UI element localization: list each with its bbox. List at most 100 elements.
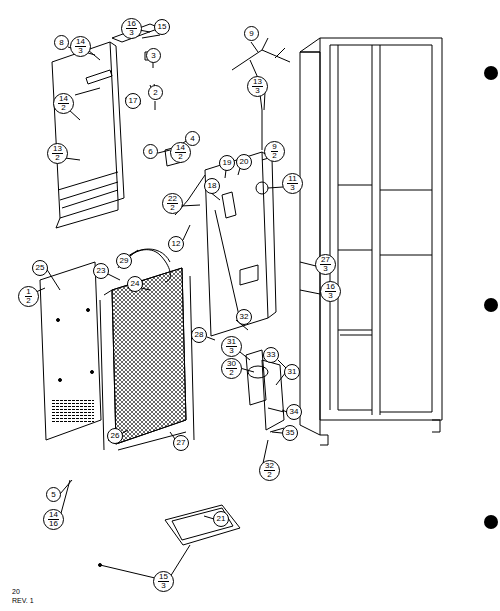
callout-text: 3 (160, 582, 166, 590)
page-note: 20 (12, 588, 20, 596)
callout-number: 29 (116, 253, 132, 269)
callout-text: 20 (239, 158, 250, 166)
callout-text: 27 (320, 256, 331, 265)
callout-number: 21 (213, 511, 229, 527)
callout-text: 4 (189, 135, 195, 143)
callout-number: 5 (46, 487, 61, 502)
callout-text: 2 (152, 89, 158, 97)
callout-text: 2 (271, 152, 277, 160)
callout-text: 18 (207, 182, 218, 190)
callout-text: 16 (48, 520, 59, 528)
callout-number: 25 (32, 260, 48, 276)
callout-text: 2 (25, 297, 31, 305)
callout-number: 18 (204, 178, 220, 194)
callout-text: 2 (54, 154, 60, 162)
callout-text: 2 (169, 204, 175, 212)
callout-text: 8 (58, 39, 64, 47)
callout-text: 31 (287, 368, 298, 376)
callout-text: 28 (194, 331, 205, 339)
callout-text: 35 (285, 429, 296, 437)
callout-text: 2 (60, 104, 66, 112)
callout-text: 24 (130, 280, 141, 288)
callout-number: 35 (282, 425, 298, 441)
callout-text: 16 (126, 20, 137, 29)
callout-text: 14 (75, 38, 86, 47)
callout-number: 163 (121, 18, 142, 39)
callout-number: 143 (70, 36, 91, 57)
callout-text: 6 (147, 148, 153, 156)
callout-number: 92 (264, 141, 285, 162)
callout-text: 33 (266, 351, 277, 359)
callout-number: 6 (143, 144, 158, 159)
callout-number: 163 (320, 281, 341, 302)
callout-number: 302 (221, 358, 242, 379)
callout-text: 15 (157, 23, 168, 31)
callout-number: 32 (236, 309, 252, 325)
callout-text: 23 (96, 267, 107, 275)
callout-number: 31 (284, 364, 300, 380)
callout-number: 8 (54, 35, 69, 50)
callout-number: 222 (162, 193, 183, 214)
callout-text: 14 (58, 95, 69, 104)
callout-text: 16 (325, 283, 336, 292)
callout-number: 12 (168, 236, 184, 252)
callout-number: 273 (315, 254, 336, 275)
callout-number: 132 (47, 143, 68, 164)
callout-number: 20 (236, 154, 252, 170)
callout-number: 322 (259, 460, 280, 481)
callout-number: 313 (221, 336, 242, 357)
callout-text: 31 (226, 338, 237, 347)
callout-text: 3 (128, 29, 134, 37)
callout-text: 12 (171, 240, 182, 248)
callout-number: 23 (93, 263, 109, 279)
callout-number: 26 (107, 428, 123, 444)
callout-number: 3 (146, 48, 161, 63)
callout-text: 3 (150, 52, 156, 60)
callout-text: 3 (327, 292, 333, 300)
callout-number: 15 (154, 19, 170, 35)
callout-number: 27 (173, 435, 189, 451)
callout-text: 9 (248, 30, 254, 38)
callout-text: 3 (254, 87, 260, 95)
callout-number: 113 (282, 173, 303, 194)
callout-number: 33 (263, 347, 279, 363)
callout-text: 14 (175, 144, 186, 153)
callout-text: 13 (252, 78, 263, 87)
callout-text: 11 (287, 175, 297, 184)
callout-text: 32 (264, 462, 275, 471)
callout-text: 15 (158, 573, 169, 582)
callout-number: 142 (53, 93, 74, 114)
callout-number: 133 (247, 76, 268, 97)
page-note: REV. 1 (12, 597, 34, 605)
callout-number: 153 (153, 571, 174, 592)
callout-text: 26 (110, 432, 121, 440)
callout-text: 3 (228, 347, 234, 355)
callout-number: 2 (148, 85, 163, 100)
callout-text: 14 (48, 511, 59, 520)
callout-text: 34 (289, 408, 300, 416)
callout-text: 25 (35, 264, 46, 272)
callout-text: 27 (176, 439, 187, 447)
callout-number: 9 (244, 26, 259, 41)
callout-text: 29 (119, 257, 130, 265)
callout-text: 3 (322, 265, 328, 273)
callout-text: 2 (228, 369, 234, 377)
callout-text: 22 (167, 195, 178, 204)
callout-text: 32 (239, 313, 250, 321)
callout-number: 28 (191, 327, 207, 343)
callout-number: 1416 (43, 509, 64, 530)
callout-text: 21 (216, 515, 227, 523)
callout-number: 24 (127, 276, 143, 292)
callout-text: 30 (226, 360, 237, 369)
callout-text: 19 (222, 159, 233, 167)
callout-number: 19 (219, 155, 235, 171)
callout-number: 34 (286, 404, 302, 420)
callout-text: 1 (25, 288, 31, 297)
callout-number: 17 (125, 93, 141, 109)
callout-text: 17 (128, 97, 139, 105)
callout-number: 12 (18, 286, 39, 307)
callout-text: 5 (50, 491, 56, 499)
callout-text: 13 (52, 145, 63, 154)
callout-text: 3 (289, 184, 295, 192)
